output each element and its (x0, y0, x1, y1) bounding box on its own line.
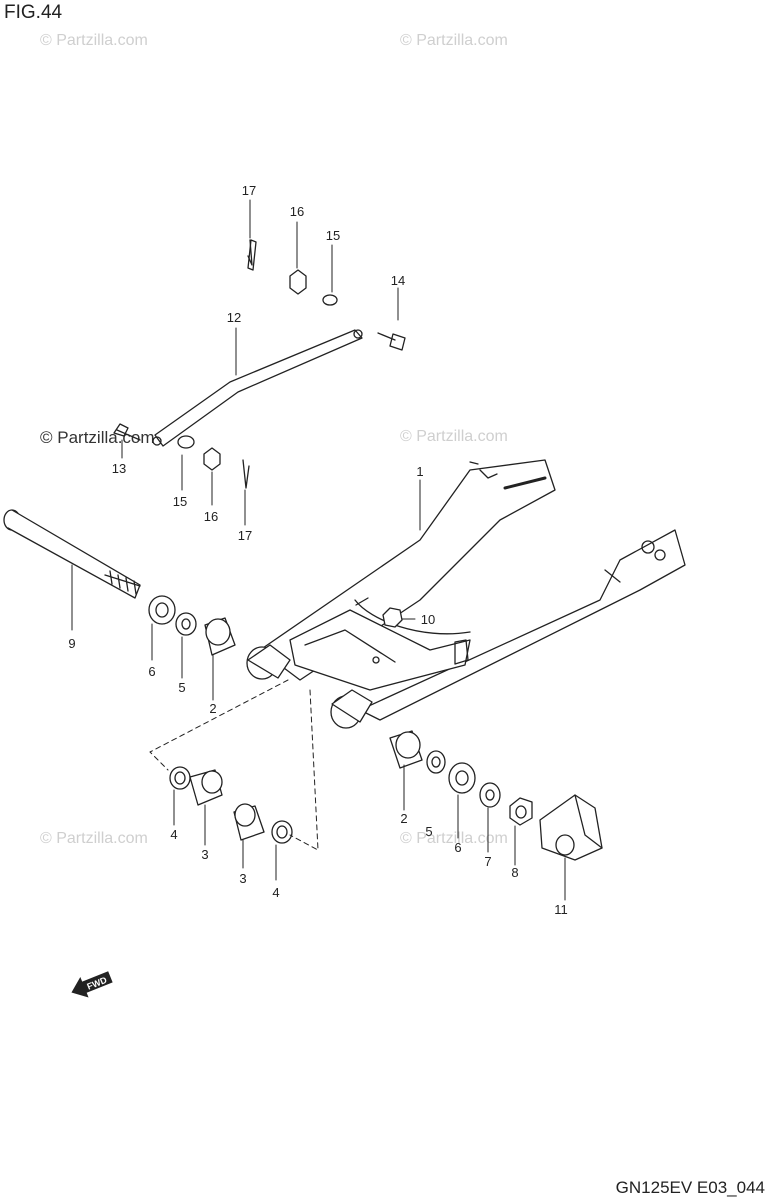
callout-5: 5 (178, 680, 185, 695)
callout-11: 11 (554, 902, 568, 917)
right-bushings (389, 730, 603, 861)
callout-16: 16 (204, 509, 218, 524)
assembly-lines (149, 679, 319, 851)
callout-14: 14 (391, 273, 405, 288)
callout-2: 2 (209, 701, 216, 716)
callout-17: 17 (242, 183, 256, 198)
leader-lines (71, 199, 566, 901)
callout-8: 8 (511, 865, 518, 880)
callout-6: 6 (454, 840, 461, 855)
callout-4: 4 (170, 827, 177, 842)
callout-7: 7 (484, 854, 491, 869)
watermark: © Partzilla.com (40, 32, 148, 49)
callout-1: 1 (416, 464, 423, 479)
callout-13: 13 (112, 461, 126, 476)
watermark: © Partzilla.com (400, 32, 508, 49)
callout-4: 4 (272, 885, 279, 900)
callout-12: 12 (227, 310, 241, 325)
left-bushings (148, 595, 293, 844)
callout-2: 2 (400, 811, 407, 826)
callout-15: 15 (326, 228, 340, 243)
diagram-code: GN125EV E03_044 (615, 1178, 765, 1197)
callout-3: 3 (201, 847, 208, 862)
torque-link (113, 239, 406, 489)
fwd-label: FWD (85, 975, 108, 992)
fwd-badge: FWD (71, 971, 113, 998)
swingarm (246, 459, 686, 729)
callout-numbers: 1 2 2 3 3 4 4 5 5 6 6 7 8 9 10 11 12 13 … (68, 183, 567, 917)
callout-6: 6 (148, 664, 155, 679)
callout-5: 5 (425, 824, 432, 839)
watermark: © Partzilla.com (400, 830, 508, 847)
watermark: © Partzilla.com (400, 428, 508, 445)
figure-title: FIG.44 (4, 2, 63, 23)
pivot-shaft (3, 509, 141, 599)
callout-3: 3 (239, 871, 246, 886)
callout-17: 17 (238, 528, 252, 543)
callout-10: 10 (421, 612, 435, 627)
watermark: © Partzilla.com (40, 830, 148, 847)
callout-16: 16 (290, 204, 304, 219)
callout-15: 15 (173, 494, 187, 509)
callout-9: 9 (68, 636, 75, 651)
